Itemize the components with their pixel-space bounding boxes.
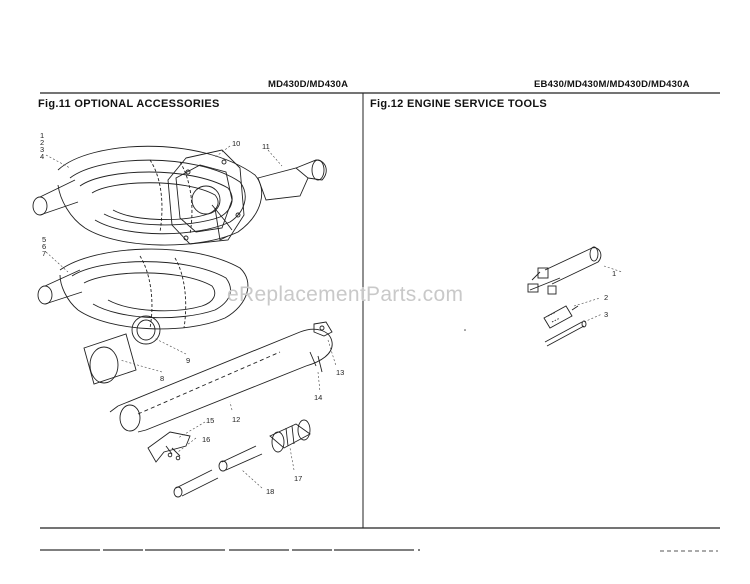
fig11-title: Fig.11 OPTIONAL ACCESSORIES xyxy=(38,98,220,110)
fig11-label-14: 14 xyxy=(314,393,323,402)
short-tubes xyxy=(173,445,263,498)
fig11-label-4: 4 xyxy=(40,152,45,161)
fig11-label-11: 11 xyxy=(262,142,270,151)
header-model-right: EB430/MD430M/MD430D/MD430A xyxy=(534,79,690,90)
joint-part xyxy=(269,419,311,453)
fig11-label-5: 5 xyxy=(42,235,47,244)
fig12-leader-lines xyxy=(573,265,623,323)
fig11-label-12: 12 xyxy=(232,415,241,424)
fig12-label-2: 2 xyxy=(604,293,609,302)
fig11-label-7: 7 xyxy=(42,249,47,258)
fig11-label-9: 9 xyxy=(186,356,191,365)
fig12-label-1: 1 xyxy=(612,269,617,278)
leader-lines xyxy=(45,145,337,489)
nozzle-part xyxy=(257,159,327,201)
fig11-label-3: 3 xyxy=(40,145,45,154)
fig11-label-17: 17 xyxy=(294,474,303,483)
blower-cover xyxy=(167,149,245,245)
fig11-label-18: 18 xyxy=(266,487,275,496)
fig11-label-16: 16 xyxy=(202,435,211,444)
watermark-text: eReplacementParts.com xyxy=(227,283,464,306)
bushing-part xyxy=(83,333,137,385)
fig12-title: Fig.12 ENGINE SERVICE TOOLS xyxy=(370,98,548,110)
fig11-label-6: 6 xyxy=(42,242,47,251)
service-tool-3 xyxy=(544,320,587,347)
service-tool-2 xyxy=(543,305,579,329)
fig11-label-8: 8 xyxy=(160,374,165,383)
fig11-label-2: 2 xyxy=(40,138,45,147)
ring-part xyxy=(131,315,161,345)
fig11-label-1: 1 xyxy=(40,131,45,140)
fig12-label-3: 3 xyxy=(604,310,609,319)
hose-coil-lower xyxy=(37,248,249,330)
fig11-label-13: 13 xyxy=(336,368,345,377)
fig11-label-15: 15 xyxy=(206,416,215,425)
service-tool-1 xyxy=(527,246,602,295)
hose-coil-upper xyxy=(32,145,263,246)
header-model-left: MD430D/MD430A xyxy=(268,79,349,90)
fig11-label-10: 10 xyxy=(232,139,241,148)
bracket-part xyxy=(309,321,333,373)
